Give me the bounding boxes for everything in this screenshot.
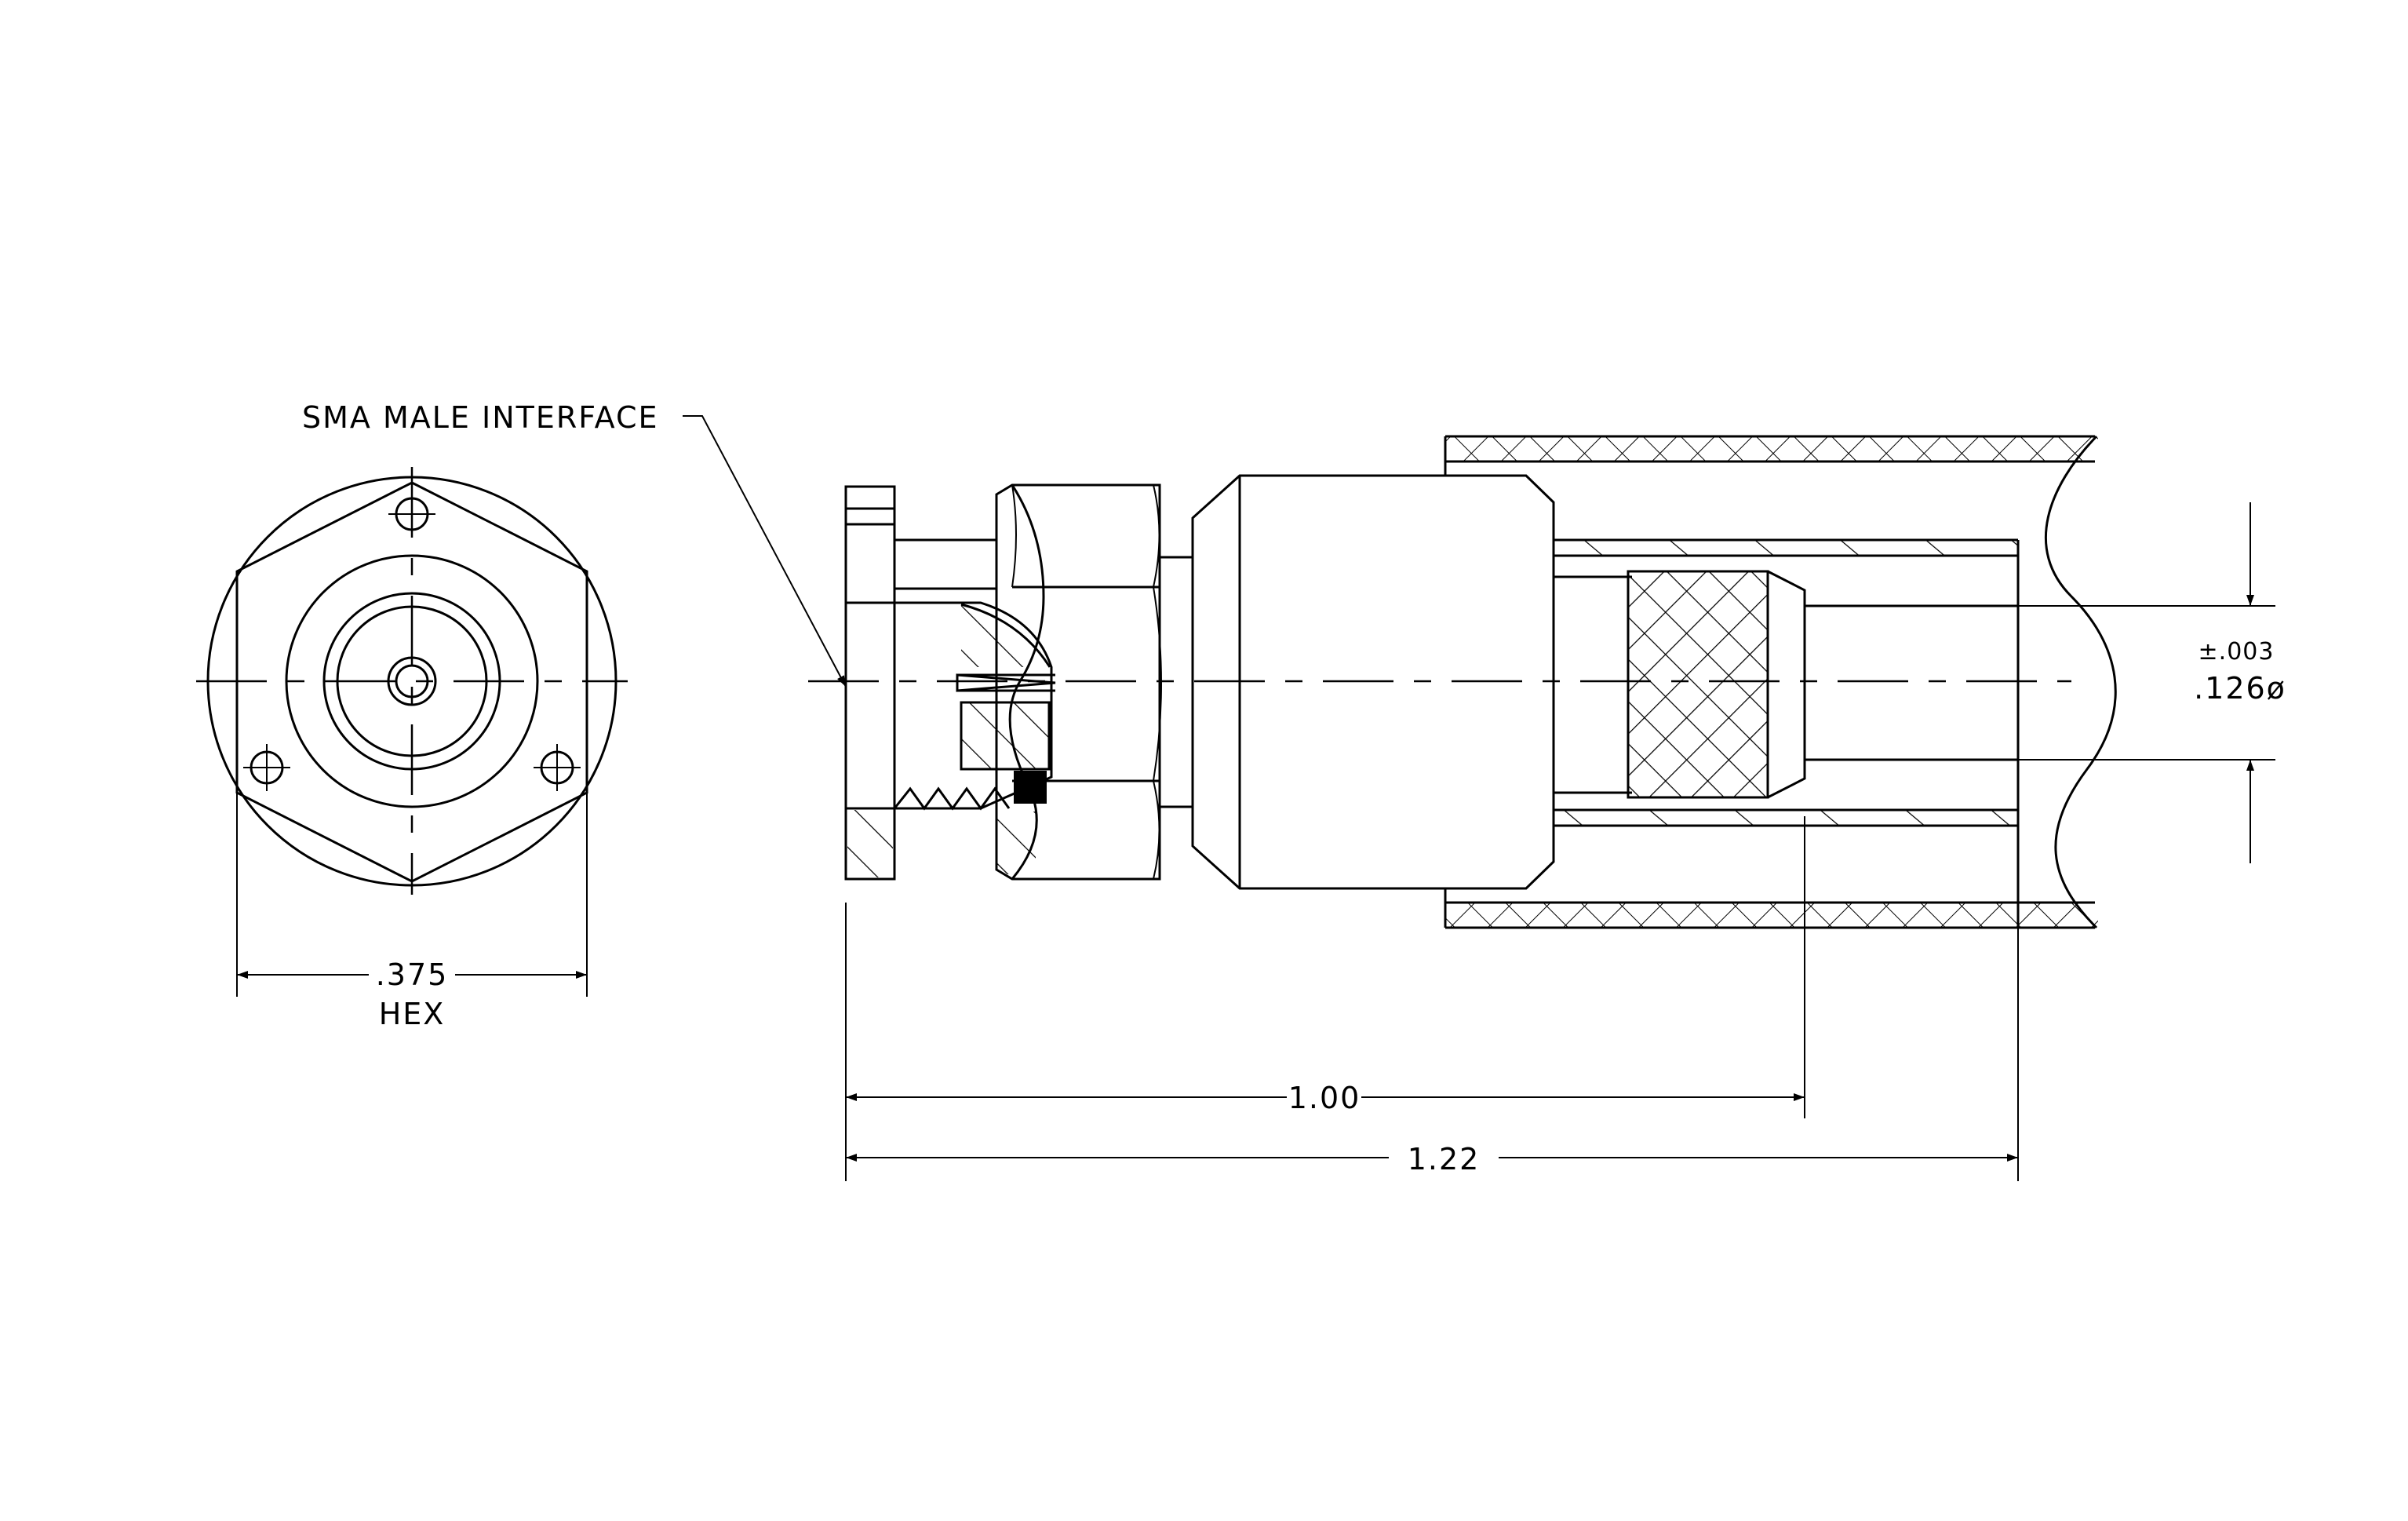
mounting-hole (534, 744, 581, 791)
hex-dimension-value: .375 (376, 957, 449, 992)
end-view: .375 HEX (196, 467, 628, 1031)
length-dimension-short: 1.00 (1288, 1081, 1361, 1115)
length-dimension-long: 1.22 (1408, 1142, 1481, 1176)
hex-dimension-label: HEX (379, 997, 446, 1031)
side-view: SMA MALE INTERFACE (302, 400, 2286, 1181)
callout-label: SMA MALE INTERFACE (302, 400, 659, 435)
mounting-hole (243, 744, 290, 791)
diameter-value: .126ø (2194, 671, 2286, 706)
diameter-tolerance: ±.003 (2199, 638, 2275, 666)
